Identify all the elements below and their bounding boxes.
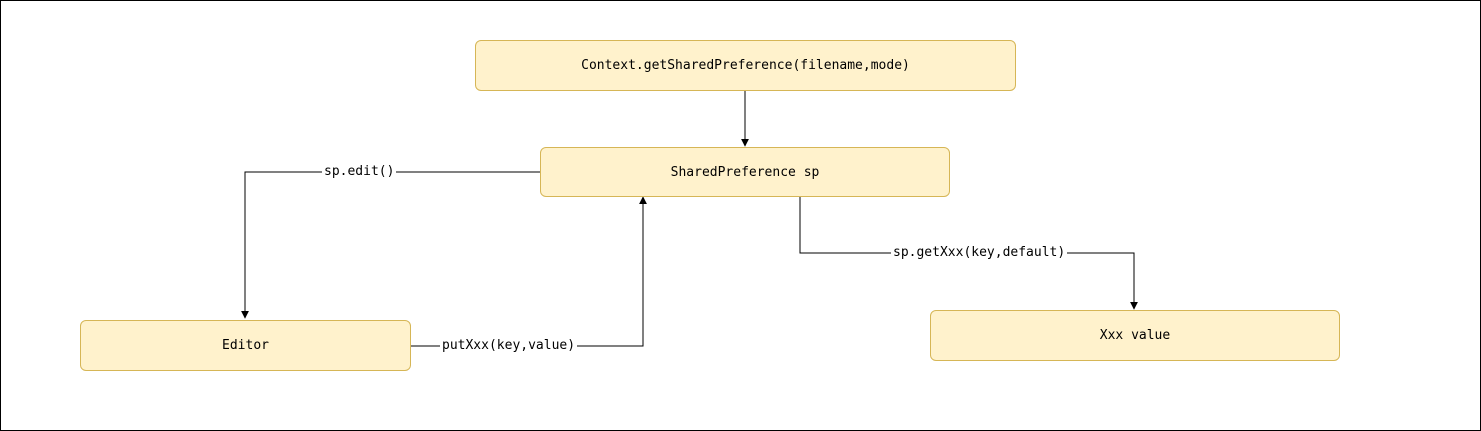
editor-node: Editor	[80, 320, 411, 371]
edge-editor-to-sp	[411, 196, 647, 347]
edge-label-get: sp.getXxx(key,default)	[891, 245, 1068, 261]
edge-label-put: putXxx(key,value)	[440, 338, 578, 354]
context-node: Context.getSharedPreference(filename,mod…	[475, 40, 1016, 91]
edge-label-edit: sp.edit()	[322, 164, 397, 180]
edge-sp-to-editor	[241, 171, 540, 319]
value-node: Xxx value	[930, 310, 1340, 361]
shared-preference-node: SharedPreference sp	[540, 147, 950, 197]
